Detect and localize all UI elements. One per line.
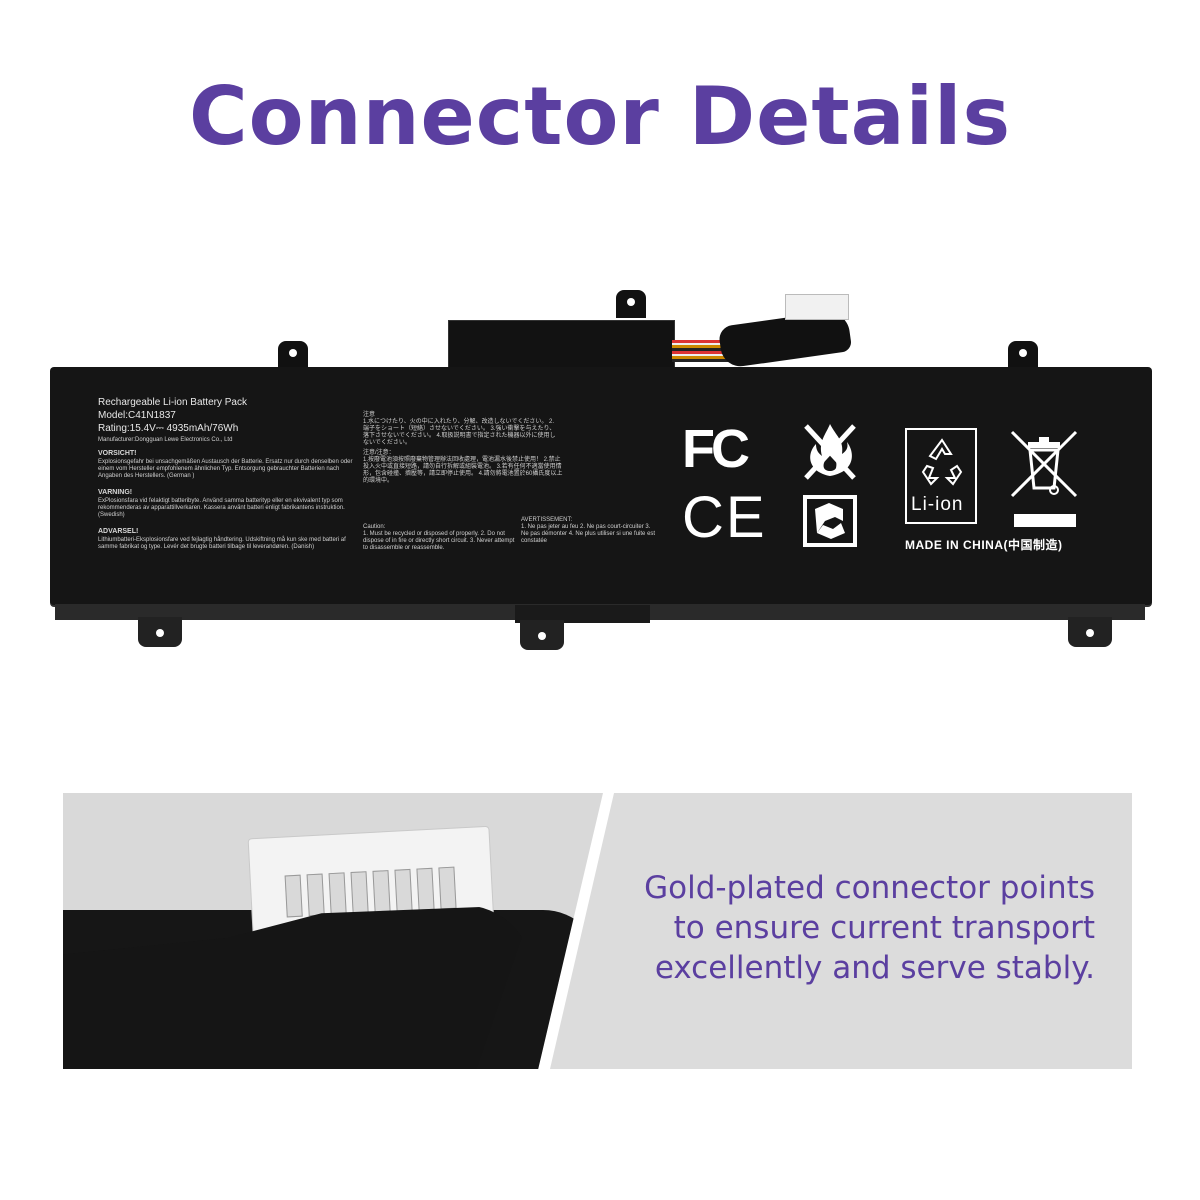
battery-rating: Rating:15.4V⎓ 4935mAh/76Wh — [98, 423, 239, 434]
mount-foot — [520, 620, 564, 650]
battery-pack — [50, 367, 1152, 605]
warning-title-cn: 注意/注意： — [363, 450, 395, 456]
connector-pin — [284, 874, 303, 918]
liion-mark: Li-ion — [911, 494, 964, 515]
connector-pin — [416, 867, 435, 911]
battery-bms-board — [448, 320, 675, 372]
warning-title-jp: 注意 — [363, 412, 376, 418]
fcc-mark: FC — [682, 419, 750, 479]
made-in-china: MADE IN CHINA(中国制造) — [905, 538, 1063, 552]
warning-title-de: VORSICHT! — [98, 450, 137, 457]
warning-text-jp: 1.水につけたり、火の中に入れたり、分解、改造しないでください。 2.端子をショ… — [363, 419, 556, 446]
liion-recycle-badge: Li-ion — [905, 428, 977, 524]
warning-text-cn: 1.按廢電池須按照廢棄物管理辦法回收處理，電池漏水後禁止使用！ 2.禁止投入火中… — [363, 457, 563, 484]
mount-foot — [1068, 617, 1112, 647]
recycle-icon — [921, 438, 963, 486]
battery-manufacturer: Manufacturer:Dongguan Lewe Electronics C… — [98, 437, 233, 443]
connector-pin — [328, 872, 347, 916]
avertissement-title: AVERTISSEMENT: — [521, 517, 573, 523]
battery-connector-plug — [785, 294, 849, 320]
connector-pin — [372, 870, 391, 913]
mount-tab — [278, 341, 308, 369]
feature-line: to ensure current transport — [673, 910, 1095, 946]
battery-label-line: Rechargeable Li-ion Battery Pack — [98, 397, 247, 408]
caution-text: 1. Must be recycled or disposed of prope… — [363, 531, 515, 551]
warning-title-sv: VARNING! — [98, 489, 133, 496]
avertissement-text: 1. Ne pas jeter au feu 2. Ne pas court-c… — [521, 524, 656, 544]
battery-rail-gap — [515, 605, 650, 623]
weee-bar — [1014, 514, 1076, 527]
mount-tab — [1008, 341, 1038, 369]
connector-pin — [438, 866, 457, 910]
flammable-icon — [804, 424, 856, 480]
connector-pin — [350, 871, 369, 915]
mount-tab — [616, 290, 646, 318]
connector-pin — [306, 873, 325, 917]
ce-mark: CE — [682, 485, 767, 550]
mount-foot — [138, 617, 182, 647]
warning-title-da: ADVARSEL! — [98, 528, 139, 535]
page-title: Connector Details — [188, 70, 1012, 163]
recycle-mobius-icon — [803, 495, 857, 547]
feature-description: Gold-plated connector points to ensure c… — [644, 868, 1095, 988]
weee-bin-icon — [1010, 430, 1078, 498]
warning-text-de: Explosionsgefahr bei unsachgemäßen Austa… — [98, 459, 353, 479]
feature-text-panel — [550, 793, 1132, 1069]
battery-model: Model:C41N1837 — [98, 410, 176, 421]
connector-pin — [394, 868, 413, 912]
warning-text-sv: ExPlosionsfara vid felaktigt batteribyte… — [98, 498, 345, 518]
feature-line: excellently and serve stably. — [654, 950, 1095, 986]
warning-text-da: Lithiumbatteri-Eksplosionsfare ved fejla… — [98, 537, 346, 550]
feature-line: Gold-plated connector points — [644, 870, 1095, 906]
caution-title: Caution: — [363, 524, 386, 530]
